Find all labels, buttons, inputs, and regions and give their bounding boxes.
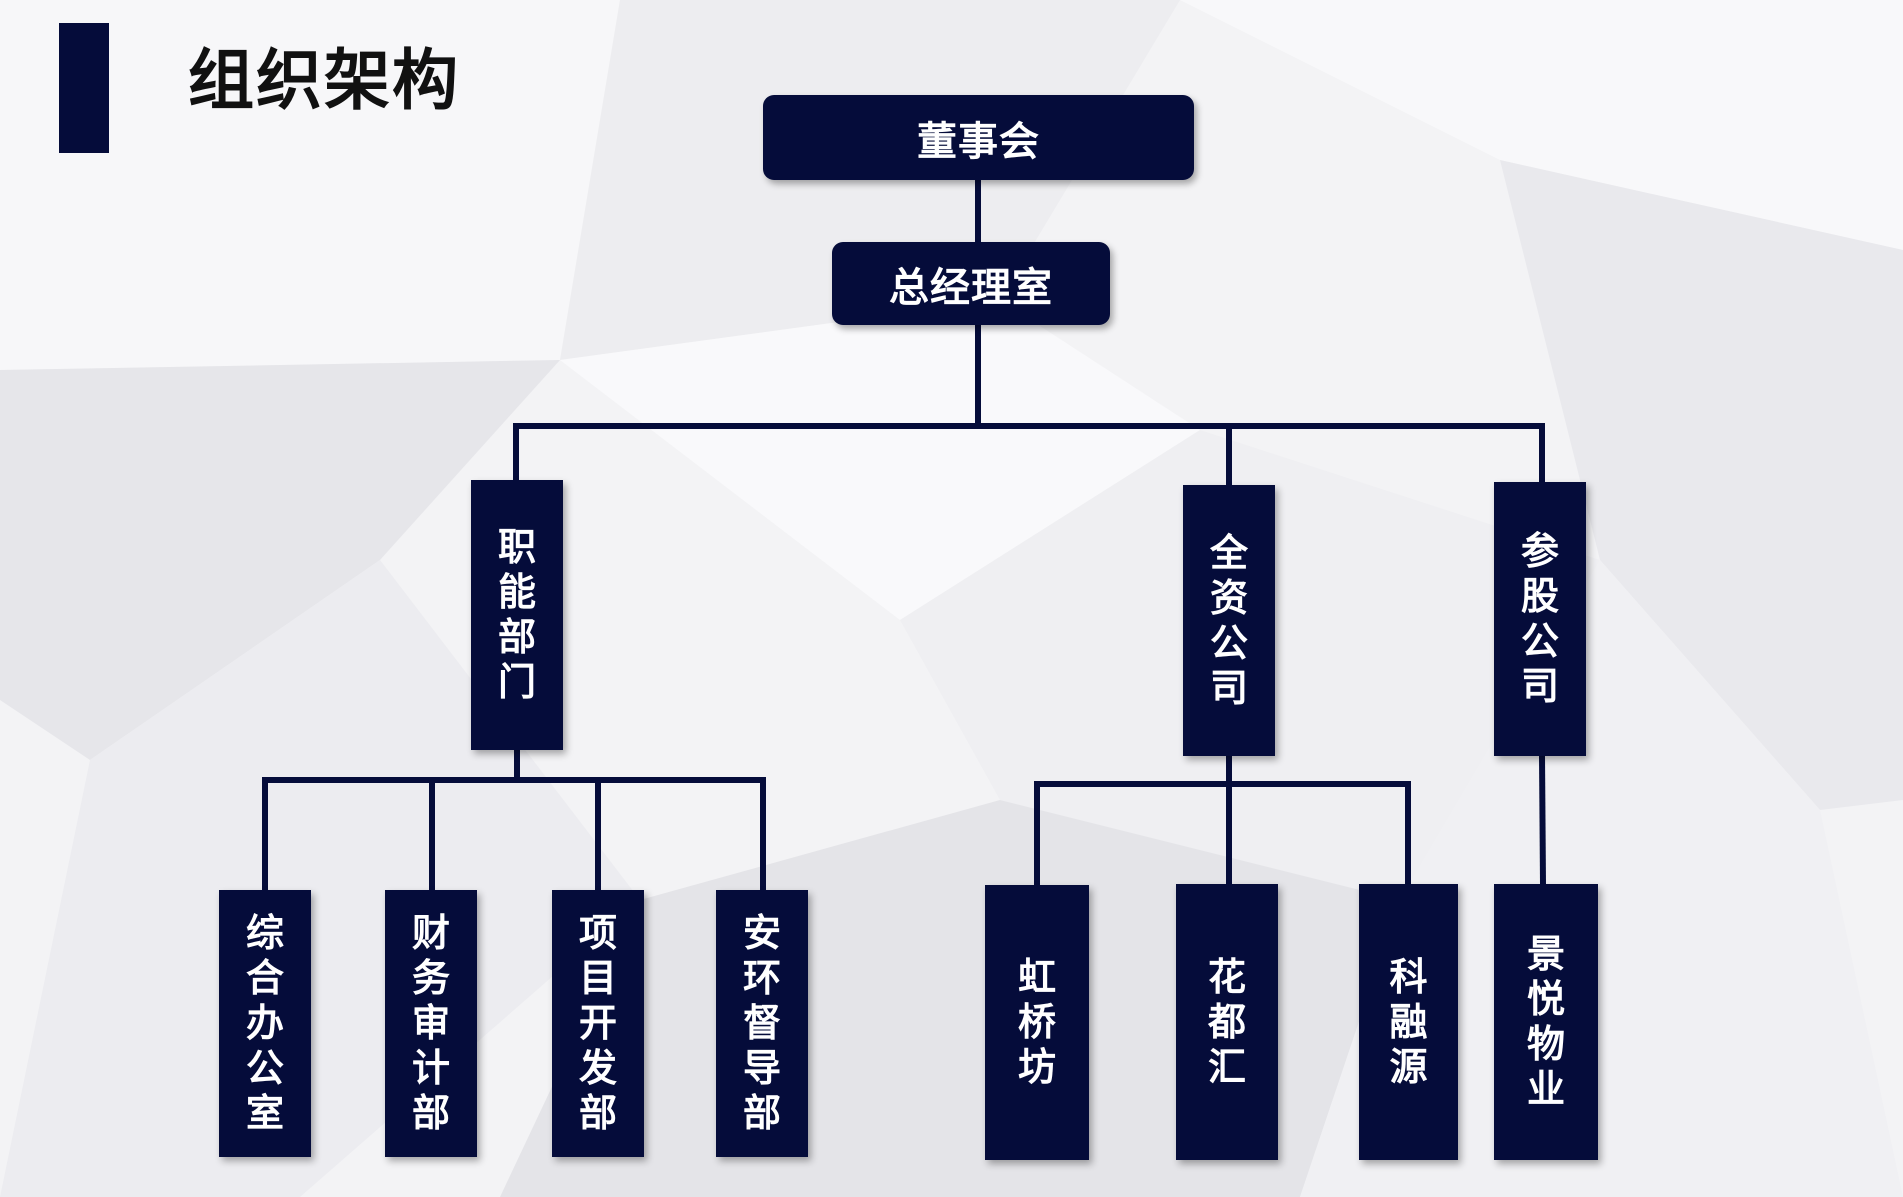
wholly-owned-unit-label: 虹桥坊 (1017, 955, 1056, 1089)
equity-division-label: 参股公司 (1520, 529, 1559, 708)
functional-unit-node: 财务审计部 (385, 890, 477, 1157)
gm-office-label: 总经理室 (889, 264, 1053, 311)
functional-unit-label: 安环督导部 (742, 911, 781, 1135)
page-title: 组织架构 (188, 42, 460, 119)
wholly-owned-unit-node: 科融源 (1359, 884, 1458, 1160)
equity-division-node: 参股公司 (1494, 482, 1586, 756)
wholly-owned-unit-node: 花都汇 (1176, 884, 1278, 1160)
title-accent-bar (59, 23, 109, 153)
functional-unit-label: 项目开发部 (578, 911, 617, 1135)
wholly-owned-division-node: 全资公司 (1183, 485, 1275, 756)
functional-unit-node: 项目开发部 (552, 890, 644, 1157)
functional-unit-node: 综合办公室 (219, 890, 311, 1157)
wholly-owned-division-label: 全资公司 (1209, 530, 1248, 710)
wholly-owned-unit-label: 花都汇 (1207, 954, 1246, 1089)
wholly-owned-unit-node: 虹桥坊 (985, 885, 1089, 1160)
wholly-owned-unit-label: 科融源 (1389, 954, 1428, 1089)
equity-unit-label: 景悦物业 (1526, 932, 1565, 1111)
functional-unit-node: 安环督导部 (716, 890, 808, 1157)
functional-division-node: 职能部门 (471, 480, 563, 750)
functional-unit-label: 综合办公室 (245, 911, 284, 1135)
functional-division-label: 职能部门 (497, 525, 536, 704)
board-node: 董事会 (763, 95, 1194, 180)
equity-unit-node: 景悦物业 (1494, 884, 1598, 1160)
gm-office-node: 总经理室 (832, 242, 1110, 325)
board-label: 董事会 (917, 118, 1040, 165)
functional-unit-label: 财务审计部 (411, 911, 450, 1135)
